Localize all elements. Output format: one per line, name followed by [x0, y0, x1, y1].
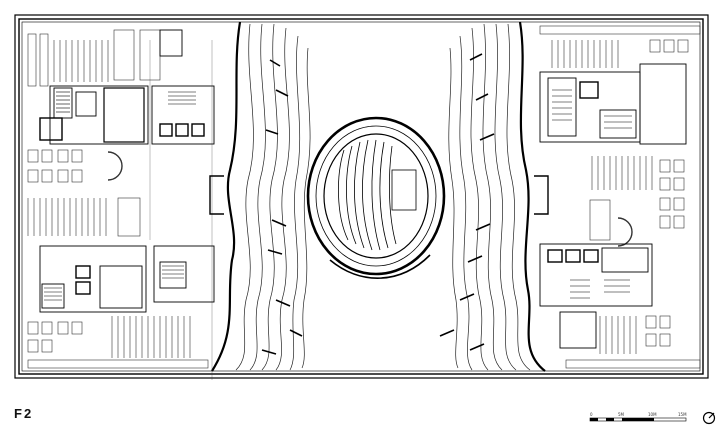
core-block-upper-left [39, 29, 215, 145]
atrium-left-edge [211, 21, 242, 372]
atrium-entrances [209, 175, 549, 215]
core-block-lower-right [539, 243, 653, 349]
drawing-frame [14, 14, 709, 379]
reading-area-right [589, 156, 685, 247]
bookshelf-rows-bottom-right [565, 315, 701, 369]
building-outline [18, 18, 704, 375]
scale-label-0: 0 [590, 412, 593, 417]
north-arrow-icon [702, 411, 716, 425]
stair-treads-lower-right [570, 279, 630, 299]
scale-label-10m: 10M [648, 412, 657, 417]
atrium-stair-hatching [261, 53, 495, 355]
floor-label: F2 [14, 406, 34, 421]
stair-treads-upper-left [56, 91, 196, 113]
scale-label-15m: 15M [678, 412, 687, 417]
scale-label-5m: 5M [618, 412, 625, 417]
scale-bar: 0 5M 10M 15M [589, 412, 687, 422]
building-inner-wall [21, 21, 701, 372]
stair-treads-upper-right [552, 89, 632, 129]
bookshelf-rows-top-right [539, 25, 701, 68]
terrace-contours-left [235, 23, 311, 371]
stair-treads-lower-left [44, 265, 184, 301]
core-block-lower-left [39, 245, 215, 313]
bookshelf-rows-bottom-left [27, 316, 209, 369]
terrace-contours-right [448, 23, 531, 371]
core-block-upper-right [539, 63, 687, 145]
central-auditorium [306, 116, 446, 279]
atrium-right-edge [518, 21, 546, 372]
bookshelf-rows-top-left [27, 29, 161, 87]
reading-area-left [27, 40, 213, 380]
